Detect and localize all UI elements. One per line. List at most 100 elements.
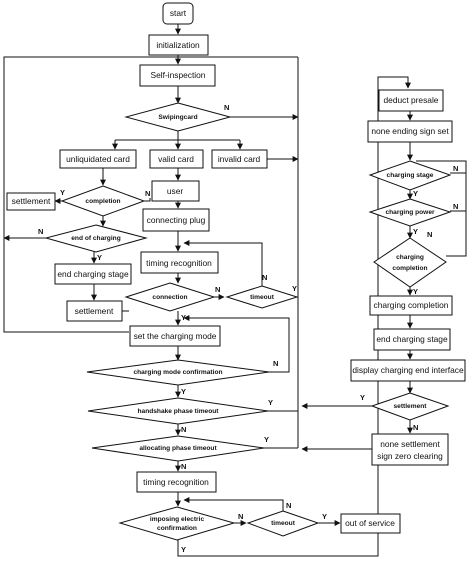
completion-text: completion xyxy=(85,198,120,205)
settlement-mid-box: settlement xyxy=(66,300,123,322)
connection-diamond: connection xyxy=(124,282,216,312)
timing-recognition-1-box: timing recognition xyxy=(140,251,219,274)
label-n: N xyxy=(145,189,150,198)
end-of-charging-text: end of charging xyxy=(71,235,120,242)
label-y: Y xyxy=(413,287,418,296)
label-n: N xyxy=(224,103,229,112)
self-inspection-box: Self-inspection xyxy=(139,64,216,87)
charging-completion-d-text: charging xyxy=(396,254,424,261)
end-charging-stage-right-text: end charging stage xyxy=(376,334,448,344)
deduct-presale-text: deduct presale xyxy=(384,95,439,105)
label-n: N xyxy=(238,512,243,521)
end-charging-stage-left-box: end charging stage xyxy=(54,263,132,285)
swiping-card-diamond: Swipingcard xyxy=(124,102,232,132)
imposing-electric-text-2: confirmation xyxy=(157,525,197,532)
label-y: Y xyxy=(413,189,418,198)
imposing-electric-diamond: imposing electric confirmation xyxy=(118,506,236,541)
charging-completion-d-text-2: completion xyxy=(392,265,427,272)
none-ending-sign-set-box: none ending sign set xyxy=(367,120,453,143)
timeout-1-text: timeout xyxy=(250,294,275,301)
label-y: Y xyxy=(181,387,186,396)
unliquidated-card-text: unliquidated card xyxy=(66,154,130,164)
end-charging-stage-left-text: end charging stage xyxy=(57,269,129,279)
imposing-electric-text: imposing electric xyxy=(150,516,205,523)
timeout-2-text: timeout xyxy=(271,520,296,527)
none-settlement-box: none settlement sign zero clearing xyxy=(371,433,449,466)
charging-power-text: charging power xyxy=(385,209,435,216)
connecting-plug-text: connecting plug xyxy=(147,215,206,225)
charging-power-diamond: charging power xyxy=(368,198,452,227)
allocating-phase-timeout-text: allocating phase timeout xyxy=(139,445,217,452)
connecting-plug-box: connecting plug xyxy=(142,208,210,232)
timing-recognition-2-text: timing recognition xyxy=(143,477,209,487)
settlement-right-diamond: settlement xyxy=(370,392,450,421)
none-settlement-text: none settlement xyxy=(380,439,440,449)
label-y: Y xyxy=(360,393,365,402)
self-inspection-text: Self-inspection xyxy=(151,70,206,80)
none-settlement-text-2: sign zero clearing xyxy=(377,451,443,461)
charging-stage-diamond: charging stage xyxy=(368,160,452,191)
label-n: N xyxy=(262,273,267,282)
label-y: Y xyxy=(264,435,269,444)
unliquidated-card-box: unliquidated card xyxy=(59,149,137,169)
initialization-box: initialization xyxy=(148,34,209,56)
label-n: N xyxy=(453,202,458,211)
out-of-service-text: out of service xyxy=(345,518,395,528)
handshake-phase-timeout-text: handshake phase timeout xyxy=(138,408,220,415)
start-text: start xyxy=(170,8,187,18)
end-charging-stage-right-box: end charging stage xyxy=(373,328,451,351)
label-y: Y xyxy=(181,545,186,554)
label-y: Y xyxy=(322,512,327,521)
start-node: start xyxy=(162,2,194,25)
deduct-presale-box: deduct presale xyxy=(378,89,444,112)
set-charging-mode-text: set the charging mode xyxy=(134,331,217,341)
label-n: N xyxy=(181,462,186,471)
valid-card-text: valid card xyxy=(158,154,194,164)
charging-completion-diamond: charging completion xyxy=(373,237,447,288)
settlement-left-text: settlement xyxy=(12,196,51,206)
display-charging-end-interface-text: display charging end interface xyxy=(352,365,464,375)
valid-card-box: valid card xyxy=(149,149,204,169)
timing-recognition-1-text: timing recognition xyxy=(146,258,212,268)
swiping-card-text: Swipingcard xyxy=(158,114,197,121)
settlement-left-box: settlement xyxy=(6,192,56,211)
label-y: Y xyxy=(60,188,65,197)
charging-mode-confirmation-text: charging mode confirmation xyxy=(133,369,222,376)
allocating-phase-timeout-diamond: allocating phase timeout xyxy=(91,435,265,462)
connection-text: connection xyxy=(152,294,187,301)
end-of-charging-diamond: end of charging xyxy=(44,224,148,253)
label-n: N xyxy=(427,230,432,239)
label-n: N xyxy=(413,423,418,432)
timing-recognition-2-box: timing recognition xyxy=(136,471,217,493)
out-of-service-box: out of service xyxy=(340,513,401,534)
display-charging-end-interface-box: display charging end interface xyxy=(350,359,466,382)
label-y: Y xyxy=(292,284,297,293)
none-ending-sign-set-text: none ending sign set xyxy=(371,126,449,136)
label-y: Y xyxy=(181,313,186,322)
user-box: user xyxy=(151,180,200,202)
invalid-card-text: invalid card xyxy=(218,154,261,164)
connectors xyxy=(3,24,467,557)
timeout-1-diamond: timeout xyxy=(225,285,299,309)
label-y: Y xyxy=(97,253,102,262)
label-n: N xyxy=(181,425,186,434)
timeout-2-diamond: timeout xyxy=(246,510,320,537)
charging-mode-confirmation-diamond: charging mode confirmation xyxy=(86,359,270,386)
label-y: Y xyxy=(413,227,418,236)
label-n: N xyxy=(38,227,43,236)
label-y: Y xyxy=(268,398,273,407)
set-charging-mode-box: set the charging mode xyxy=(129,325,221,347)
charging-completion-box: charging completion xyxy=(369,295,453,316)
branch-labels: N Y N N Y N N Y Y N Y Y N Y N N N Y Y Y … xyxy=(38,103,458,554)
initialization-text: initialization xyxy=(156,40,200,50)
invalid-card-box: invalid card xyxy=(211,149,268,169)
settlement-right-text: settlement xyxy=(394,403,428,410)
charging-stage-text: charging stage xyxy=(387,172,434,179)
handshake-phase-timeout-diamond: handshake phase timeout xyxy=(87,397,269,425)
settlement-mid-text: settlement xyxy=(75,306,114,316)
charging-completion-text: charging completion xyxy=(374,300,449,310)
user-text: user xyxy=(167,186,184,196)
label-n: N xyxy=(453,164,458,173)
label-n: N xyxy=(215,285,220,294)
